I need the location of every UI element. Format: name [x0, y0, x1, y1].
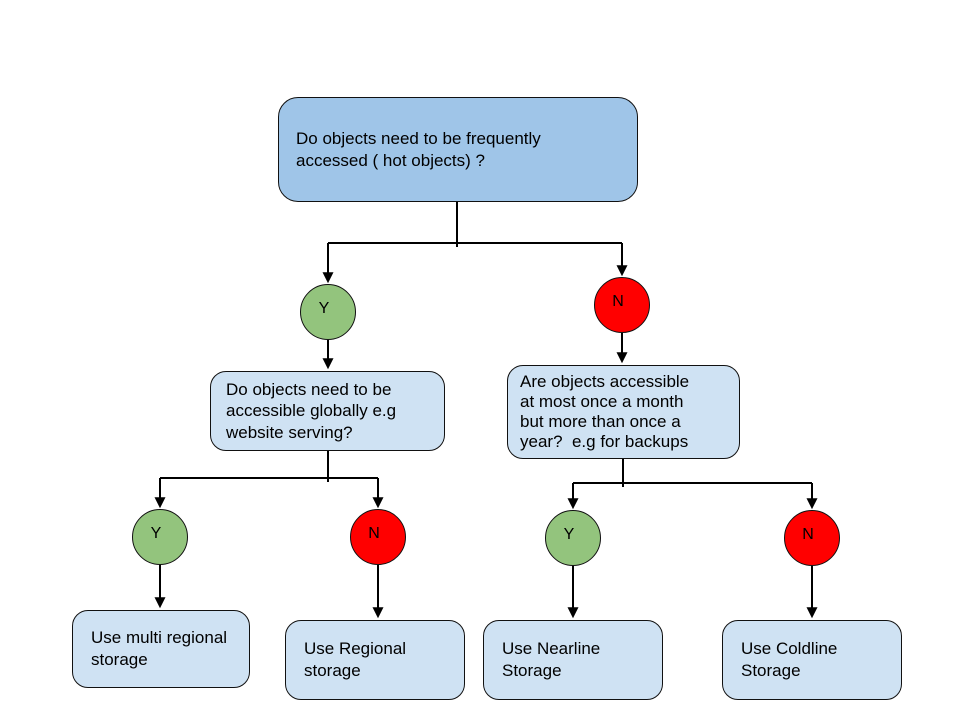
question-monthly-access-text: Are objects accessible at most once a mo…: [520, 371, 690, 452]
outcome-regional-text: Use Regional storage: [304, 639, 407, 680]
branch-no-circle-3: N: [784, 510, 840, 566]
node-question-monthly-access: Are objects accessible at most once a mo…: [507, 365, 740, 459]
branch-yes-label: Y: [318, 300, 330, 317]
outcome-coldline-text: Use Coldline Storage: [741, 639, 838, 680]
node-outcome-multi-regional: Use multi regional storage: [72, 610, 250, 688]
outcome-multi-regional-text: Use multi regional storage: [91, 628, 228, 669]
node-outcome-regional: Use Regional storage: [285, 620, 465, 700]
branch-no-circle-1: N: [594, 277, 650, 333]
branch-yes-circle-2: Y: [132, 509, 188, 565]
node-outcome-coldline: Use Coldline Storage: [722, 620, 902, 700]
branch-no-label: N: [368, 525, 380, 542]
branch-no-circle-2: N: [350, 509, 406, 565]
branch-yes-label: Y: [150, 525, 162, 542]
node-question-global-access: Do objects need to be accessible globall…: [210, 371, 445, 451]
node-root-question: Do objects need to be frequently accesse…: [278, 97, 638, 202]
branch-yes-circle-3: Y: [545, 510, 601, 566]
outcome-nearline-text: Use Nearline Storage: [502, 639, 601, 680]
branch-no-label: N: [612, 293, 624, 310]
root-question-text: Do objects need to be frequently accesse…: [296, 128, 541, 170]
branch-no-label: N: [802, 526, 814, 543]
branch-yes-circle-1: Y: [300, 284, 356, 340]
question-global-access-text: Do objects need to be accessible globall…: [226, 380, 397, 442]
branch-yes-label: Y: [563, 526, 575, 543]
node-outcome-nearline: Use Nearline Storage: [483, 620, 663, 700]
